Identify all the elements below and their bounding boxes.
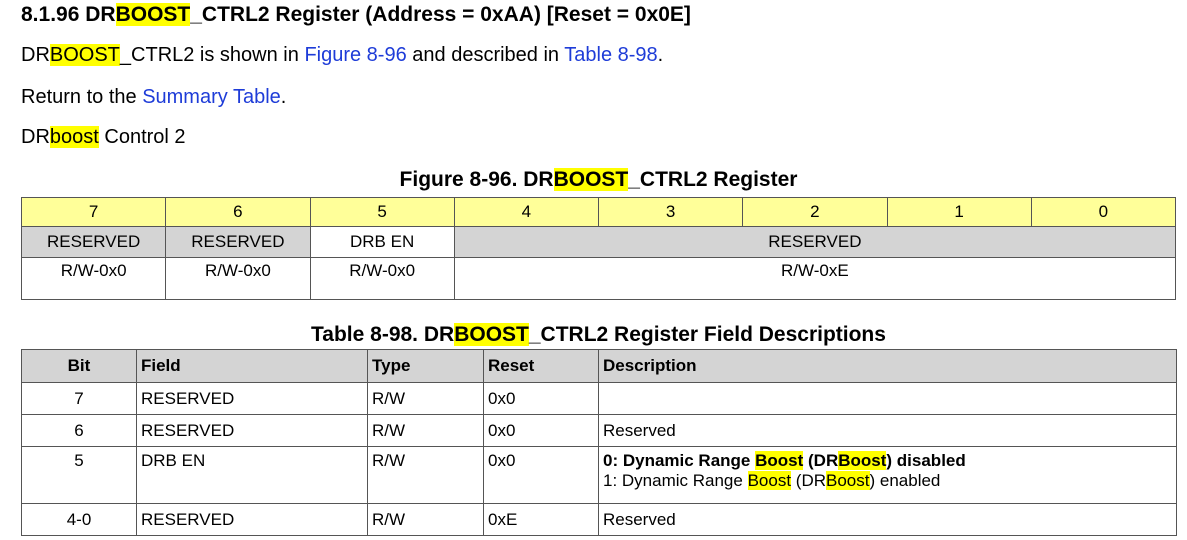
field-cell: DRB EN — [136, 446, 368, 504]
field-access: R/W-0x0 — [20, 257, 167, 300]
description-line-disabled: 0: Dynamic Range Boost (DRBoost) disable… — [603, 451, 1172, 471]
search-highlight: Boost — [826, 471, 870, 490]
search-highlight: BOOST — [49, 44, 120, 66]
bit-cell: 7 — [21, 382, 137, 415]
text: . — [657, 44, 664, 66]
column-header: Reset — [483, 349, 599, 383]
type-cell: R/W — [367, 446, 484, 504]
section-number: 8.1.96 — [21, 3, 80, 26]
bit-number: 5 — [309, 197, 455, 227]
text: Return to the — [21, 86, 143, 108]
text: (DR — [791, 471, 827, 490]
column-header: Field — [136, 349, 368, 383]
text: and described in — [406, 44, 565, 66]
text: . — [280, 86, 287, 108]
summary-table-link[interactable]: Summary Table — [142, 86, 281, 108]
bit-number: 7 — [20, 197, 167, 227]
bit-number: 1 — [886, 197, 1032, 227]
field-access-row: R/W-0x0 R/W-0x0 R/W-0x0 R/W-0xE — [20, 257, 1177, 300]
search-highlight: BOOST — [115, 3, 191, 26]
text: _CTRL2 Register Field Descriptions — [528, 323, 886, 346]
type-cell: R/W — [367, 382, 484, 415]
text: DR — [21, 44, 50, 66]
field-name: RESERVED — [165, 226, 311, 258]
type-cell: R/W — [367, 503, 484, 536]
text: Table 8-98. DR — [311, 323, 455, 346]
search-highlight: Boost — [747, 471, 792, 490]
register-subtitle: DRboost Control 2 — [21, 126, 186, 149]
bit-number: 0 — [1030, 197, 1177, 227]
field-description-table: Bit Field Type Reset Description 7 RESER… — [21, 349, 1177, 536]
heading-text: _CTRL2 Register (Address = 0xAA) [Reset … — [190, 3, 691, 26]
field-cell: RESERVED — [136, 503, 368, 536]
bit-cell: 6 — [21, 414, 137, 447]
column-header: Bit — [21, 349, 137, 383]
text: DR — [21, 126, 50, 148]
column-header: Type — [367, 349, 484, 383]
text: Control 2 — [98, 126, 186, 148]
field-name-row: RESERVED RESERVED DRB EN RESERVED — [20, 226, 1177, 258]
type-cell: R/W — [367, 414, 484, 447]
field-name: RESERVED — [453, 226, 1177, 258]
search-highlight: BOOST — [553, 168, 629, 191]
text: _CTRL2 is shown in — [119, 44, 305, 66]
return-paragraph: Return to the Summary Table. — [21, 86, 286, 109]
bit-number: 4 — [453, 197, 600, 227]
bit-number: 3 — [597, 197, 744, 227]
bit-number: 2 — [742, 197, 888, 227]
table-header-row: Bit Field Type Reset Description — [21, 349, 1177, 383]
reset-cell: 0x0 — [483, 382, 599, 415]
figure-link[interactable]: Figure 8-96 — [304, 44, 407, 66]
search-highlight: Boost — [838, 451, 887, 470]
search-highlight: boost — [49, 126, 99, 148]
reset-cell: 0x0 — [483, 414, 599, 447]
bit-number-row: 7 6 5 4 3 2 1 0 — [20, 197, 1177, 227]
bit-cell: 5 — [21, 446, 137, 504]
text: _CTRL2 Register — [628, 168, 798, 191]
figure-caption: Figure 8-96. DRBOOST_CTRL2 Register — [0, 168, 1187, 192]
register-bit-diagram: 7 6 5 4 3 2 1 0 RESERVED RESERVED DRB EN… — [20, 197, 1177, 300]
bit-cell: 4-0 — [21, 503, 137, 536]
heading-text: DR — [85, 3, 116, 26]
bit-number: 6 — [165, 197, 311, 227]
column-header: Description — [598, 349, 1177, 383]
description-line-enabled: 1: Dynamic Range Boost (DRBoost) enabled — [603, 471, 1172, 491]
text: Figure 8-96. DR — [399, 168, 554, 191]
field-name: RESERVED — [20, 226, 167, 258]
table-caption: Table 8-98. DRBOOST_CTRL2 Register Field… — [0, 323, 1187, 347]
description-cell: 0: Dynamic Range Boost (DRBoost) disable… — [598, 446, 1177, 504]
table-row: 4-0 RESERVED R/W 0xE Reserved — [21, 503, 1177, 536]
search-highlight: Boost — [755, 451, 804, 470]
field-cell: RESERVED — [136, 382, 368, 415]
text: (DR — [803, 451, 839, 470]
field-access: R/W-0x0 — [165, 257, 311, 300]
text: ) disabled — [886, 451, 966, 470]
description-cell — [598, 382, 1177, 415]
table-row: 5 DRB EN R/W 0x0 0: Dynamic Range Boost … — [21, 446, 1177, 504]
field-cell: RESERVED — [136, 414, 368, 447]
table-row: 7 RESERVED R/W 0x0 — [21, 382, 1177, 415]
reset-cell: 0xE — [483, 503, 599, 536]
text: ) enabled — [869, 471, 941, 490]
reset-cell: 0x0 — [483, 446, 599, 504]
search-highlight: BOOST — [454, 323, 529, 346]
text: 1: Dynamic Range — [603, 471, 748, 490]
field-access: R/W-0xE — [453, 257, 1177, 300]
intro-paragraph: DRBOOST_CTRL2 is shown in Figure 8-96 an… — [21, 44, 663, 67]
section-heading: 8.1.96 DRBOOST_CTRL2 Register (Address =… — [21, 3, 691, 27]
description-cell: Reserved — [598, 414, 1177, 447]
field-access: R/W-0x0 — [309, 257, 455, 300]
field-name: DRB EN — [309, 226, 455, 258]
table-row: 6 RESERVED R/W 0x0 Reserved — [21, 414, 1177, 447]
table-link[interactable]: Table 8-98 — [564, 44, 658, 66]
text: 0: Dynamic Range — [603, 451, 756, 470]
description-cell: Reserved — [598, 503, 1177, 536]
